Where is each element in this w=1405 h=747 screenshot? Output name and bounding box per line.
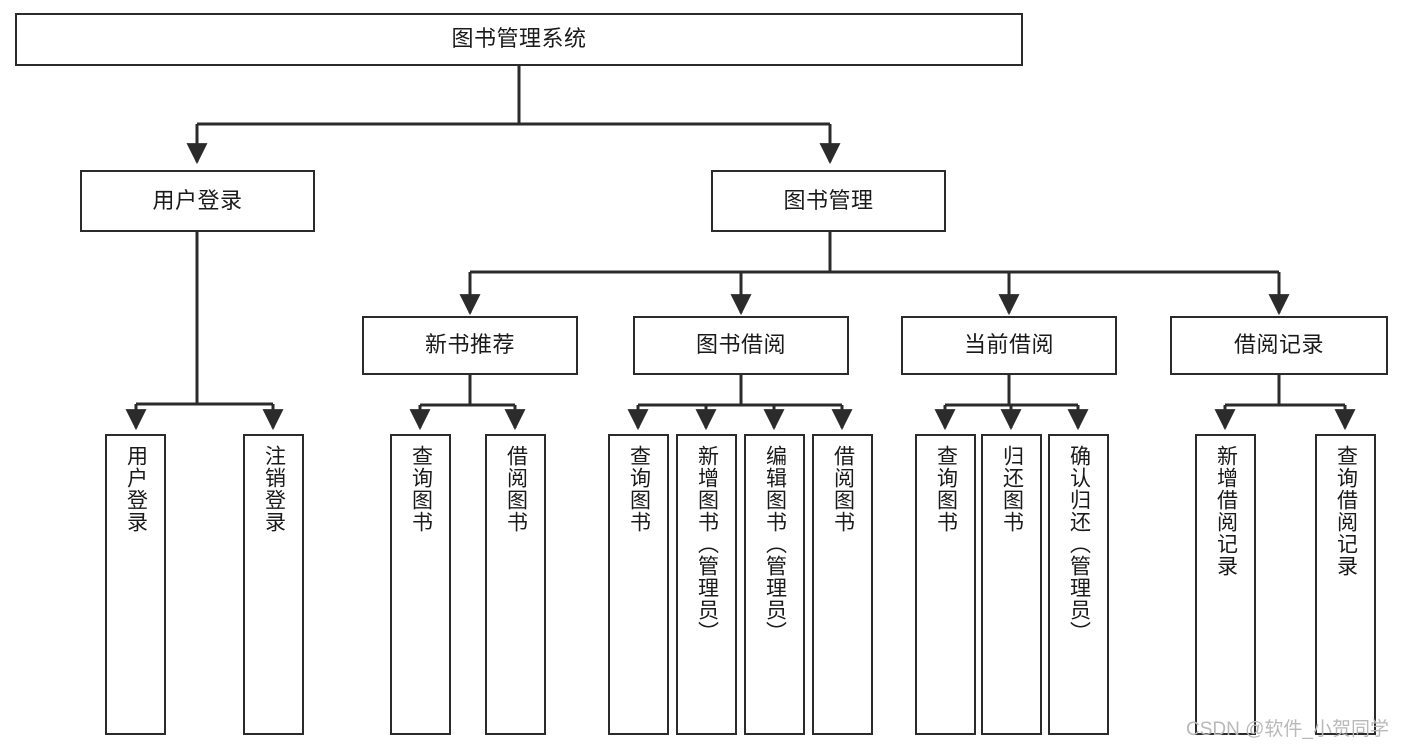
leaf-query-book-2-label: 查询图书 <box>627 445 651 533</box>
node-root-system-label: 图书管理系统 <box>451 26 587 52</box>
leaf-add-book-label: 新增图书（管理员） <box>695 445 719 643</box>
node-book-borrow[interactable]: 图书借阅 <box>633 316 849 375</box>
csdn-watermark: CSDN @软件_小贺同学 <box>1186 719 1389 740</box>
leaf-return-book-label: 归还图书 <box>1000 445 1024 533</box>
leaf-add-borrow-record[interactable]: 新增借阅记录 <box>1195 434 1256 735</box>
leaf-confirm-return-label: 确认归还（管理员） <box>1067 445 1091 643</box>
leaf-query-book-3-label: 查询图书 <box>934 445 958 533</box>
node-user-login[interactable]: 用户登录 <box>80 170 315 232</box>
node-book-management[interactable]: 图书管理 <box>711 170 946 232</box>
node-current-borrow-label: 当前借阅 <box>963 332 1054 358</box>
leaf-user-login-label: 用户登录 <box>124 445 148 533</box>
leaf-confirm-return[interactable]: 确认归还（管理员） <box>1048 434 1109 735</box>
leaf-edit-book[interactable]: 编辑图书（管理员） <box>744 434 805 735</box>
leaf-query-book-3[interactable]: 查询图书 <box>915 434 976 735</box>
leaf-logout-login-label: 注销登录 <box>262 445 286 533</box>
node-book-borrow-label: 图书借阅 <box>695 332 786 358</box>
leaf-add-borrow-record-label: 新增借阅记录 <box>1214 445 1238 577</box>
node-new-book-recommend-label: 新书推荐 <box>424 332 515 358</box>
leaf-user-login[interactable]: 用户登录 <box>105 434 166 735</box>
leaf-query-book-1-label: 查询图书 <box>409 445 433 533</box>
leaf-logout-login[interactable]: 注销登录 <box>243 434 304 735</box>
leaf-borrow-book-1[interactable]: 借阅图书 <box>485 434 546 735</box>
leaf-query-borrow-record-label: 查询借阅记录 <box>1334 445 1358 577</box>
leaf-query-book-2[interactable]: 查询图书 <box>608 434 669 735</box>
leaf-return-book[interactable]: 归还图书 <box>981 434 1042 735</box>
node-user-login-label: 用户登录 <box>152 187 243 213</box>
leaf-query-borrow-record[interactable]: 查询借阅记录 <box>1315 434 1376 735</box>
leaf-edit-book-label: 编辑图书（管理员） <box>763 445 787 643</box>
node-borrow-record[interactable]: 借阅记录 <box>1170 316 1388 375</box>
leaf-borrow-book-1-label: 借阅图书 <box>504 445 528 533</box>
node-root-system[interactable]: 图书管理系统 <box>15 13 1023 66</box>
node-book-management-label: 图书管理 <box>783 187 874 213</box>
node-current-borrow[interactable]: 当前借阅 <box>901 316 1117 375</box>
leaf-add-book[interactable]: 新增图书（管理员） <box>676 434 737 735</box>
leaf-borrow-book-2[interactable]: 借阅图书 <box>812 434 873 735</box>
node-borrow-record-label: 借阅记录 <box>1233 332 1324 358</box>
leaf-borrow-book-2-label: 借阅图书 <box>831 445 855 533</box>
node-new-book-recommend[interactable]: 新书推荐 <box>362 316 578 375</box>
leaf-query-book-1[interactable]: 查询图书 <box>390 434 451 735</box>
